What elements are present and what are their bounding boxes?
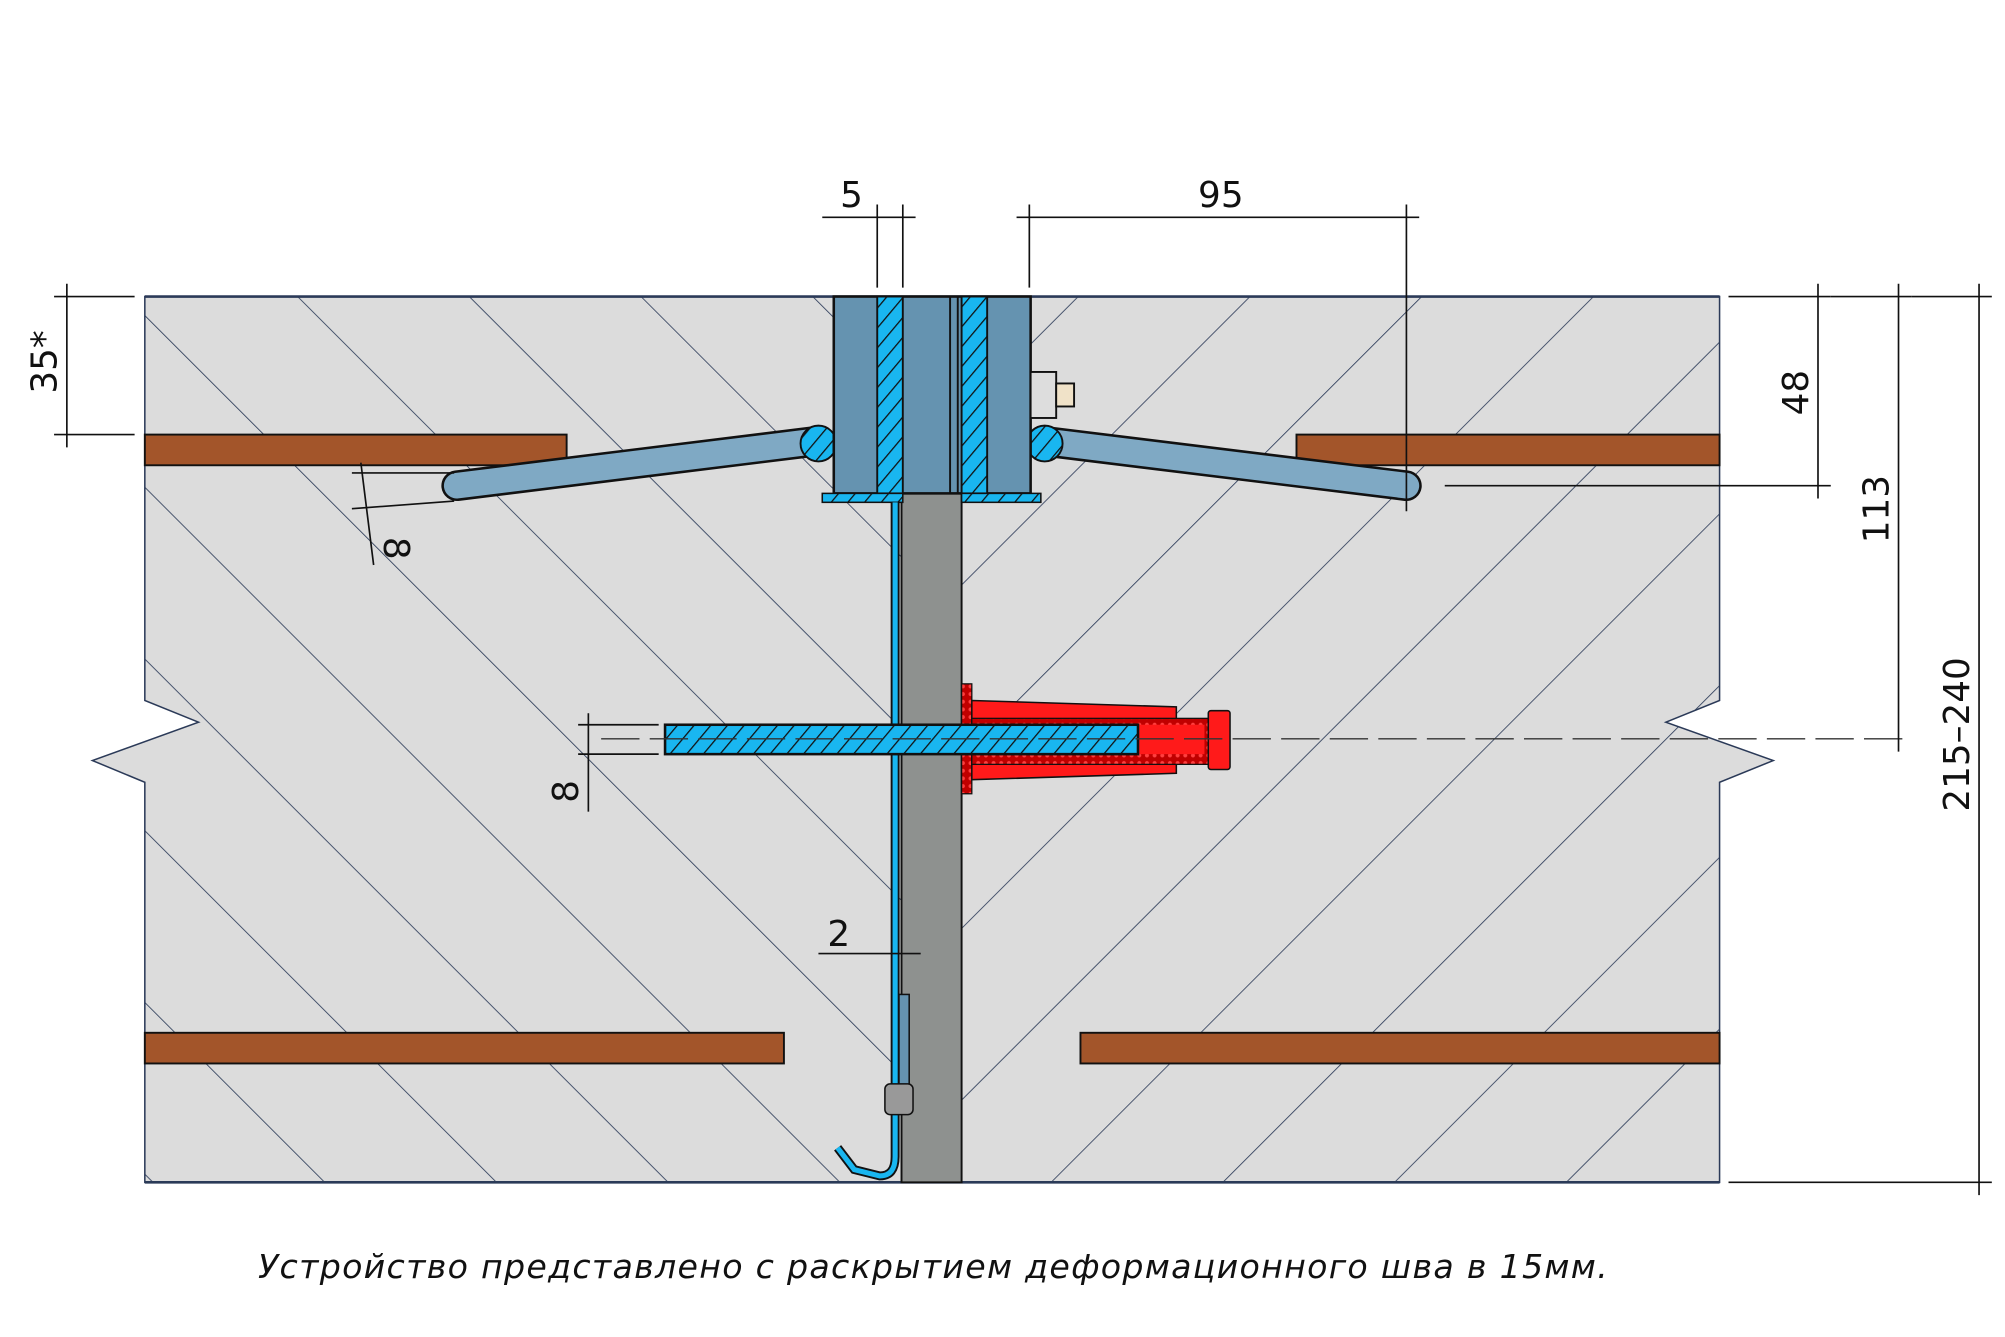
dimension-anchor-depth: 48 <box>1444 283 1831 499</box>
dim-label: 48 <box>1776 370 1817 416</box>
dim-label: 95 <box>1198 175 1244 216</box>
rebar <box>143 1031 785 1065</box>
dimension-anchor-reach: 95 <box>1016 175 1420 512</box>
dim-label: 8 <box>546 780 587 803</box>
rebar <box>143 433 568 467</box>
dimension-profile-wall: 5 <box>822 175 916 288</box>
dimension-dowel-depth: 113 <box>1830 283 1912 752</box>
plate-rivet <box>884 1083 914 1116</box>
weld-left <box>799 424 838 463</box>
dim-label: 5 <box>840 175 863 216</box>
dimension-dowel-rod: 8 <box>546 713 659 812</box>
steel-profile <box>821 295 1042 504</box>
dim-label: 35* <box>25 330 66 393</box>
dimension-slab-thickness: 215–240 <box>1728 283 1992 1196</box>
dimension-rod-diameter: 8 <box>351 462 455 566</box>
dim-label: 215–240 <box>1937 657 1978 811</box>
weld-right <box>1025 424 1064 463</box>
dim-label: 113 <box>1856 475 1897 543</box>
dim-label: 8 <box>375 537 416 560</box>
concrete-slab-left <box>90 295 903 1184</box>
dimension-plate-thickness: 2 <box>818 914 921 955</box>
dimension-cover-top: 35* <box>25 283 135 448</box>
bolt <box>1029 370 1076 419</box>
joint-filler <box>900 491 963 1184</box>
rebar <box>1295 433 1721 467</box>
dim-label: 2 <box>827 914 850 955</box>
rebar <box>1079 1031 1721 1065</box>
drawing-caption: Устройство представлено с раскрытием деф… <box>258 1247 1609 1286</box>
